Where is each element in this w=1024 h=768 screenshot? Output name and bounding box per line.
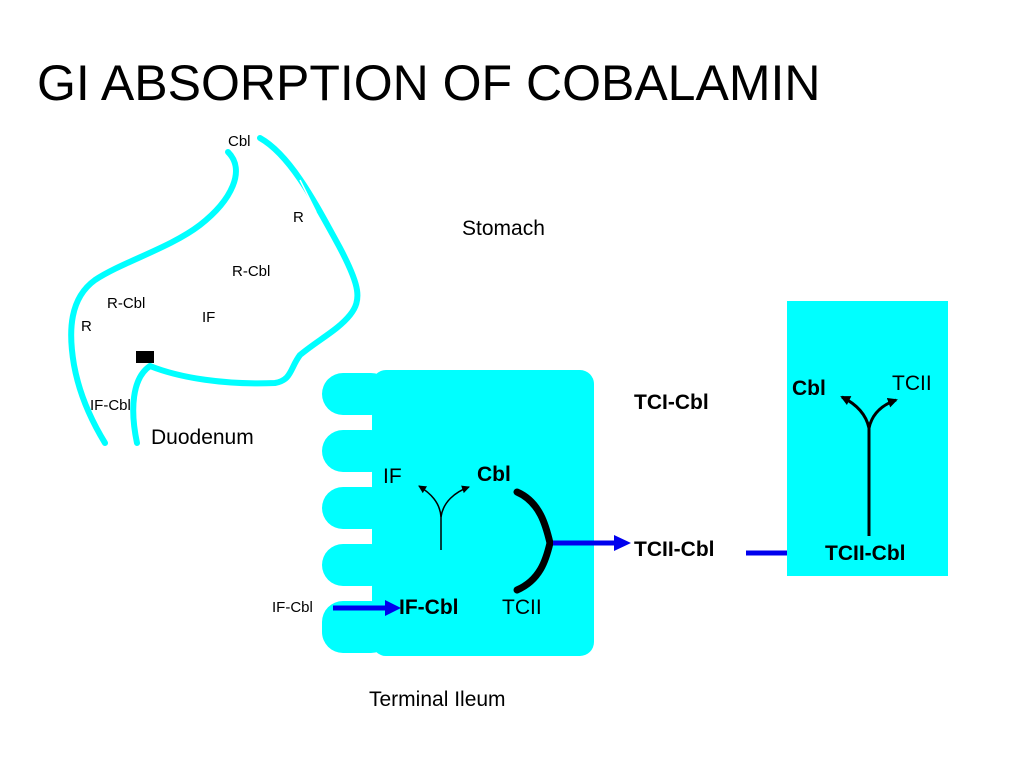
ileum-cell-body [372, 370, 594, 656]
tcii-cbl-exit-arrow [553, 535, 631, 551]
pylorus-marker [136, 351, 154, 363]
duodenum-label: Duodenum [151, 426, 254, 449]
stomach-r-left-label: R [81, 318, 92, 335]
blood-tcii-cbl-label: TCII-Cbl [634, 538, 714, 561]
stomach-outline [68, 135, 361, 446]
stomach-left-wall [68, 149, 239, 446]
stomach-right-wall [147, 135, 361, 387]
stomach-r-cbl-lower-label: R-Cbl [107, 295, 145, 312]
cell-tcii-cbl-label: TCII-Cbl [825, 542, 905, 565]
tcii-cbl-dissociation [840, 395, 898, 536]
cell-tcii-label: TCII [892, 372, 932, 395]
stomach-r-upper-label: R [293, 209, 304, 226]
duodenum-if-cbl-label: IF-Cbl [90, 397, 131, 414]
tci-cbl-label: TCI-Cbl [634, 391, 709, 414]
if-cbl-dissociation [418, 485, 470, 550]
stomach-if-label: IF [202, 309, 215, 326]
ileum-if-label: IF [383, 465, 402, 488]
stomach-label: Stomach [462, 217, 545, 240]
cell-cbl-label: Cbl [792, 377, 826, 400]
stomach-cbl-label: Cbl [228, 133, 251, 150]
ileum-if-cbl-inside-label: IF-Cbl [399, 596, 458, 619]
stomach-gap-mark [299, 179, 317, 213]
page-title: GI ABSORPTION OF COBALAMIN [37, 55, 820, 111]
duodenum-wall [130, 363, 153, 446]
ileum-if-cbl-outside-label: IF-Cbl [272, 599, 313, 616]
ileum-villi [322, 373, 392, 653]
cbl-tcii-binding [513, 488, 554, 594]
ileum-cell [322, 370, 594, 656]
if-cbl-entry-arrow [333, 600, 401, 616]
ileum-cbl-label: Cbl [477, 463, 511, 486]
stomach-r-cbl-upper-label: R-Cbl [232, 263, 270, 280]
ileum-tcii-label: TCII [502, 596, 542, 619]
terminal-ileum-label: Terminal Ileum [369, 688, 506, 711]
